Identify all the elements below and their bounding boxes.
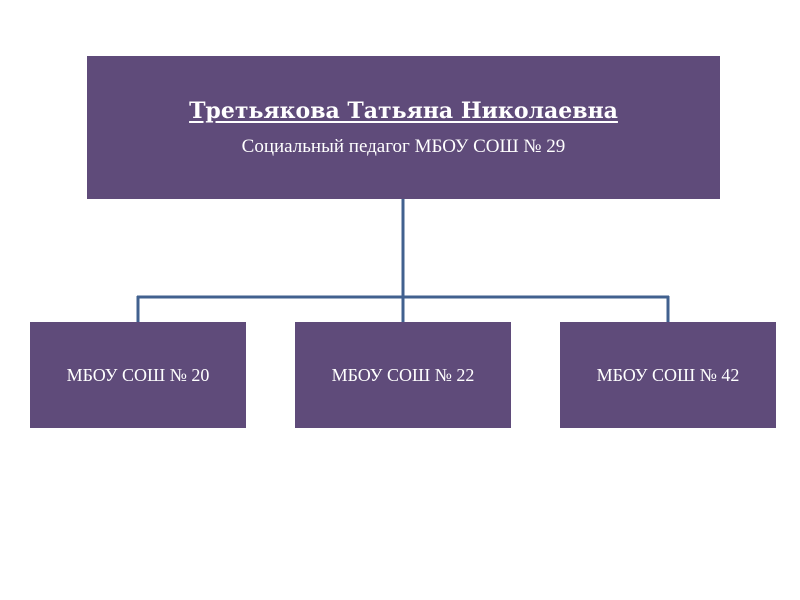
- root-node: Третьякова Татьяна Николаевна Социальный…: [87, 56, 720, 199]
- child-node: МБОУ СОШ № 22: [295, 322, 511, 428]
- child-node: МБОУ СОШ № 20: [30, 322, 246, 428]
- child-label: МБОУ СОШ № 42: [596, 364, 740, 385]
- root-name: Третьякова Татьяна Николаевна: [189, 97, 618, 124]
- child-label: МБОУ СОШ № 20: [66, 364, 210, 385]
- root-role: Социальный педагог МБОУ СОШ № 29: [241, 135, 566, 157]
- child-label: МБОУ СОШ № 22: [331, 364, 475, 385]
- child-node: МБОУ СОШ № 42: [560, 322, 776, 428]
